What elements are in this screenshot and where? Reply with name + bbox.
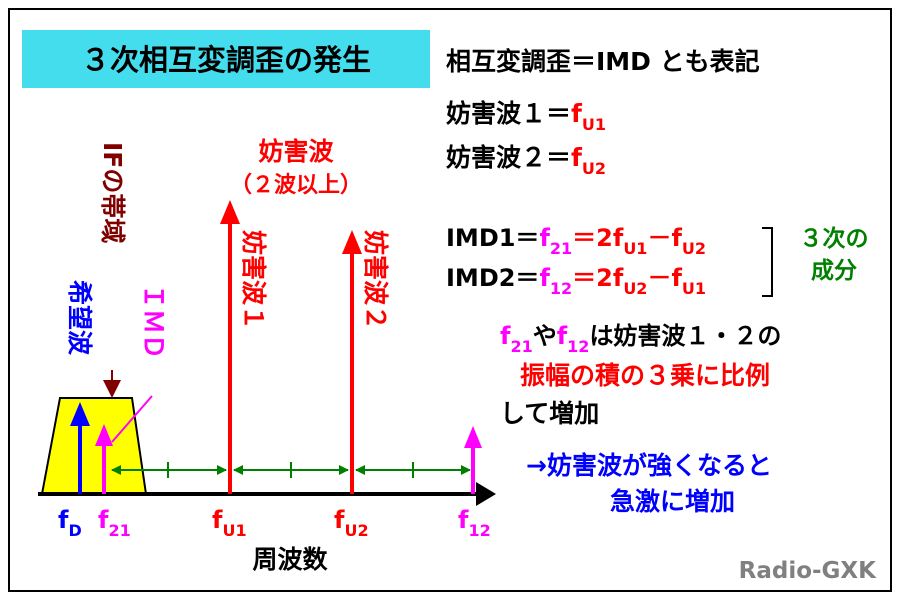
- axis-label: 周波数: [252, 545, 328, 574]
- interferer2-label: 妨害波２: [361, 230, 390, 330]
- if-band-arrowhead: [103, 380, 121, 398]
- interferer1-arrowhead: [220, 200, 240, 224]
- interferer1-definition: 妨害波１＝fU1: [446, 99, 606, 134]
- explanation-sentence-3: して増加: [500, 399, 599, 428]
- spacing-arrows: [111, 462, 471, 478]
- imd-label: ＩＭＤ: [139, 284, 168, 359]
- desired-signal-label: 希望波: [65, 280, 94, 356]
- page-title: ３次相互変調歪の発生: [81, 43, 371, 77]
- imd-definition: 相互変調歪＝IMD とも表記: [446, 47, 760, 76]
- interferer2-arrowhead: [342, 230, 362, 254]
- if-passband-shape: [40, 397, 148, 495]
- imd2-equation: IMD2＝f12＝2fU2－fU1: [446, 264, 706, 298]
- explanation-sentence-1: f21やf12は妨害波１・２の: [500, 322, 781, 356]
- tick-label-fD: fD: [58, 506, 82, 540]
- imd-pointer-line: [111, 395, 153, 443]
- interferer-group-sublabel: （２波以上）: [230, 173, 362, 198]
- imd1-equation: IMD1＝f21＝2fU1－fU2: [446, 224, 706, 258]
- tick-label-f21: f21: [98, 506, 131, 540]
- tick-label-fU1: fU1: [212, 506, 247, 540]
- brand-watermark: Radio-GXK: [739, 558, 878, 584]
- tick-label-fU2: fU2: [334, 506, 369, 540]
- if-band-label: IFの帯域: [98, 142, 127, 243]
- interferer2-definition: 妨害波２＝fU2: [446, 143, 606, 178]
- title-box: [22, 30, 430, 88]
- imd-f21-arrowhead: [95, 424, 113, 446]
- third-order-label-1: ３次の: [800, 225, 869, 252]
- third-order-label-2: 成分: [811, 258, 857, 284]
- tick-label-f12: f12: [458, 506, 491, 540]
- outer-frame: [8, 8, 892, 592]
- imd-f12-arrowhead: [464, 426, 482, 448]
- desired-signal-arrowhead: [70, 402, 90, 426]
- third-order-bracket: [762, 227, 773, 297]
- conclusion-line-2: 急激に増加: [610, 487, 735, 516]
- explanation-sentence-2: 振幅の積の３乗に比例: [520, 361, 770, 390]
- interferer1-label: 妨害波１: [239, 230, 268, 330]
- axis-arrowhead: [476, 482, 496, 506]
- conclusion-line-1: →妨害波が強くなると: [526, 451, 772, 480]
- interferer-group-label: 妨害波: [258, 137, 334, 166]
